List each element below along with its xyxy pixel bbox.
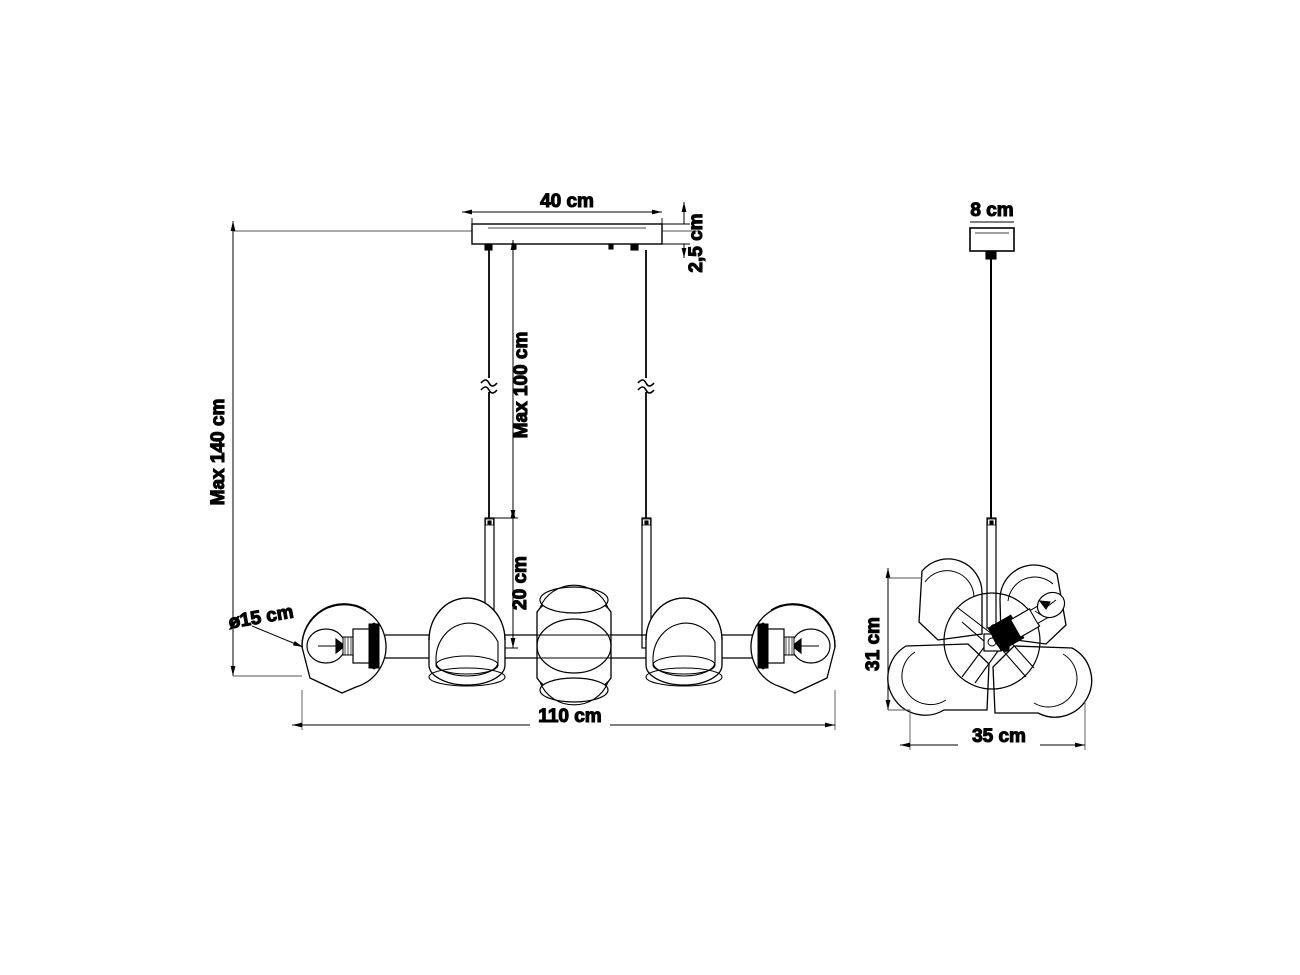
shade-left-teardrop <box>301 603 387 694</box>
dim-side-height <box>885 568 922 711</box>
dim-max-total-drop <box>230 221 302 677</box>
suspension-cord-right <box>637 250 655 520</box>
label-rod-length: 20 cm <box>510 556 531 610</box>
socket-right <box>757 622 785 670</box>
label-canopy-width: 40 cm <box>540 191 594 212</box>
label-max-cord-length: Max 100 cm <box>511 332 532 439</box>
label-side-height: 31 cm <box>863 617 884 671</box>
shade-dome-4 <box>645 597 723 687</box>
shade-center-double-barrel <box>536 584 612 706</box>
shade-rosette-side <box>887 558 1093 718</box>
shade-right-teardrop <box>750 603 836 694</box>
bulb-right <box>783 628 831 664</box>
dim-overall-width <box>292 690 836 730</box>
canopy-plate-side <box>969 227 1015 260</box>
label-canopy-height: 2,5 cm <box>686 213 707 272</box>
drop-rod-side <box>986 517 997 629</box>
label-side-depth: 35 cm <box>972 726 1026 747</box>
leader-shade-diameter <box>251 625 304 648</box>
label-max-total-drop: Max 140 cm <box>208 399 229 506</box>
label-overall-width: 110 cm <box>538 706 601 727</box>
dim-side-depth <box>900 700 1086 750</box>
canopy-plate-front <box>471 223 663 251</box>
dim-canopy-height <box>662 202 690 258</box>
bulb-socket-side <box>987 591 1066 652</box>
suspension-cord-left <box>480 250 498 520</box>
shade-dome-2 <box>428 597 506 687</box>
label-side-canopy-width: 8 cm <box>970 200 1013 221</box>
socket-left <box>352 622 380 670</box>
label-shade-diameter: ø15 cm <box>227 602 295 634</box>
dim-canopy-width <box>462 209 663 226</box>
